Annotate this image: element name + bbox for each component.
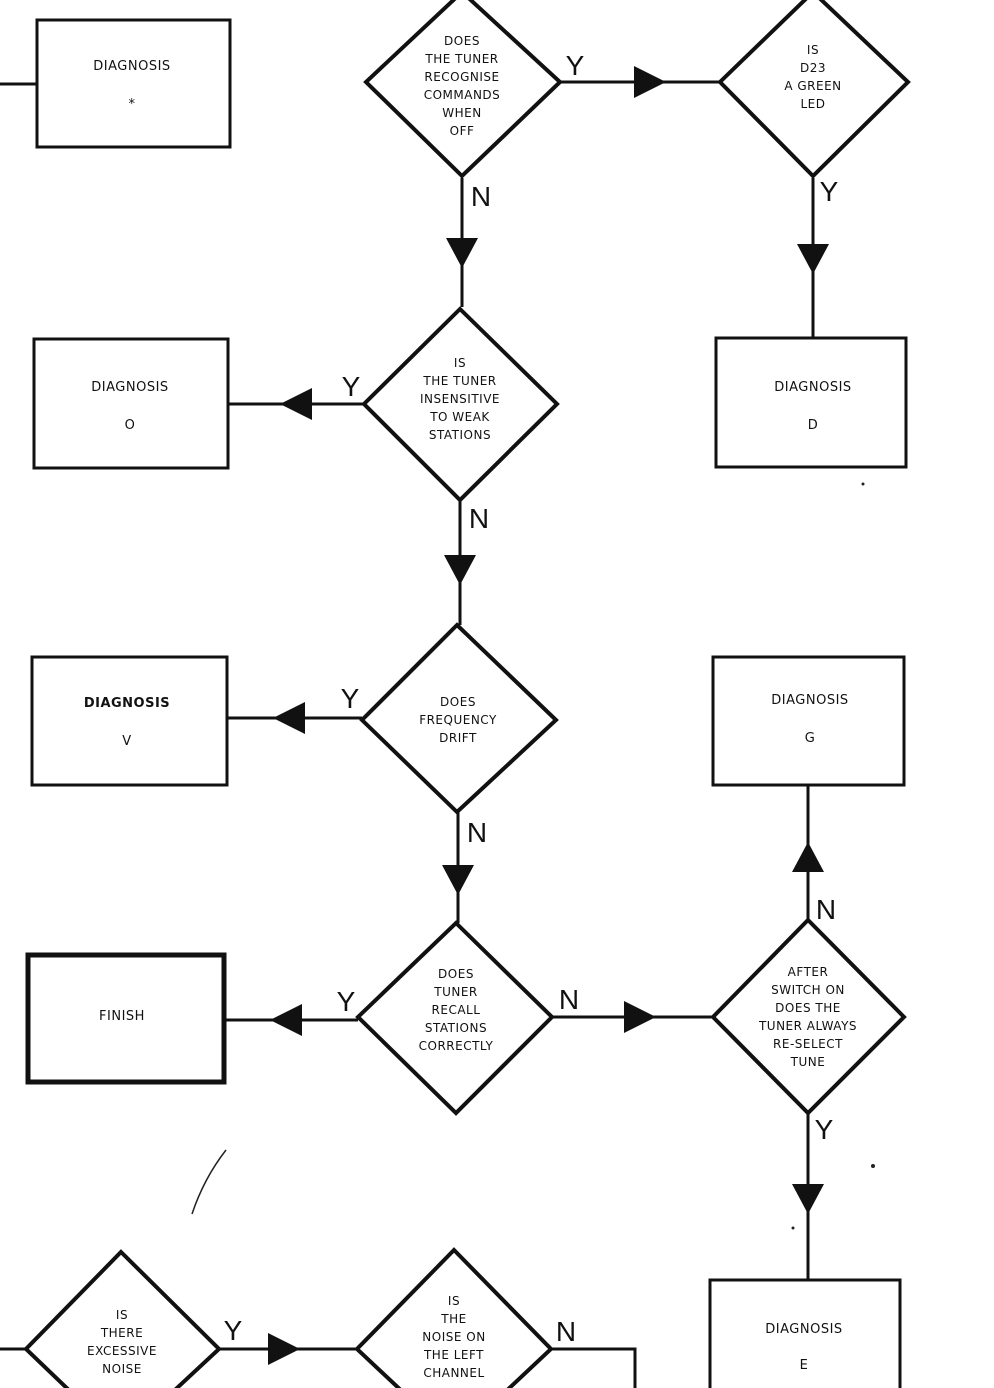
diagnosis-o-box: [32, 337, 230, 470]
branch-label-yes: Y: [342, 371, 361, 402]
decision-text-line: TUNER ALWAYS: [758, 1019, 857, 1033]
decision-text-line: STATIONS: [425, 1021, 487, 1035]
finish-box: [25, 952, 227, 1085]
box-code: O: [125, 418, 136, 433]
box-title: DIAGNOSIS: [84, 696, 170, 711]
decision-text-line: DOES: [444, 34, 480, 48]
arrow-down: [792, 1184, 824, 1214]
diagnosis-d-box: [714, 336, 908, 469]
decision-noise-diamond: [23, 1249, 222, 1388]
branch-label-yes: Y: [337, 986, 356, 1017]
decision-text-line: INSENSITIVE: [420, 392, 500, 406]
arrow-right: [268, 1333, 300, 1365]
branch-label-no: N: [556, 1316, 576, 1347]
decision-text-line: IS: [116, 1308, 128, 1322]
decision-text-line: DOES: [438, 967, 474, 981]
arrow-left: [270, 1004, 302, 1036]
arrow-right: [624, 1001, 656, 1033]
decision-left-channel-diamond: [354, 1247, 554, 1388]
decision-text-line: IS: [448, 1294, 460, 1308]
arrow-left: [280, 388, 312, 420]
scan-speck: [871, 1164, 875, 1168]
decision-text-line: CORRECTLY: [419, 1039, 494, 1053]
decision-text-line: THE: [440, 1312, 466, 1326]
branch-label-no: N: [816, 894, 836, 925]
scan-speck: [791, 1226, 795, 1230]
box-title: DIAGNOSIS: [765, 1322, 842, 1337]
decision-text-line: IS: [454, 356, 466, 370]
box-title: DIAGNOSIS: [91, 380, 168, 395]
decision-recall-diamond: [355, 920, 555, 1116]
decision-drift-diamond: [359, 622, 559, 815]
decision-text-line: STATIONS: [429, 428, 491, 442]
arrow-down: [797, 244, 829, 274]
decision-green-led-diamond: [717, 0, 911, 179]
decision-text-line: OFF: [450, 124, 475, 138]
decision-text-line: DOES THE: [775, 1001, 841, 1015]
diagnosis-v-box: [30, 655, 229, 787]
decision-text-line: COMMANDS: [424, 88, 501, 102]
box-title: FINISH: [99, 1009, 145, 1024]
decision-text-line: TUNE: [790, 1055, 826, 1069]
arrow-down: [442, 865, 474, 895]
decision-text-line: TUNER: [433, 985, 478, 999]
decision-reselect-diamond: [710, 917, 907, 1116]
box-code: *: [129, 97, 136, 112]
decision-text-line: THE TUNER: [422, 374, 496, 388]
decision-recognise-diamond: [363, 0, 563, 179]
decision-text-line: IS: [807, 43, 819, 57]
box-code: G: [805, 731, 816, 746]
arrow-down: [444, 555, 476, 585]
arrow-up: [792, 842, 824, 872]
decision-text-line: THERE: [100, 1326, 143, 1340]
box-title: DIAGNOSIS: [93, 59, 170, 74]
box-code: E: [800, 1358, 809, 1373]
diagnosis-g-box: [711, 655, 906, 787]
decision-text-line: RECALL: [432, 1003, 481, 1017]
decision-text-line: A GREEN: [784, 79, 841, 93]
decision-text-line: LED: [800, 97, 825, 111]
branch-label-yes: Y: [566, 50, 585, 81]
diagnosis-e-box: [708, 1278, 902, 1388]
decision-insensitive-diamond: [361, 306, 560, 503]
scan-mark: [191, 1149, 227, 1215]
scan-speck: [861, 482, 865, 486]
branch-label-yes: Y: [341, 683, 360, 714]
decision-text-line: D23: [800, 61, 826, 75]
decision-text-line: EXCESSIVE: [87, 1344, 157, 1358]
branch-label-yes: Y: [224, 1315, 243, 1346]
decision-text-line: THE LEFT: [423, 1348, 484, 1362]
box-code: V: [122, 734, 131, 749]
box-title: DIAGNOSIS: [771, 693, 848, 708]
decision-text-line: SWITCH ON: [771, 983, 845, 997]
box-title: DIAGNOSIS: [774, 380, 851, 395]
branch-label-no: N: [559, 984, 579, 1015]
decision-text-line: DRIFT: [439, 731, 477, 745]
decision-text-line: DOES: [440, 695, 476, 709]
decision-text-line: WHEN: [442, 106, 481, 120]
branch-label-yes: Y: [820, 176, 839, 207]
decision-text-line: TO WEAK: [429, 410, 490, 424]
decision-text-line: NOISE ON: [422, 1330, 485, 1344]
arrow-down: [446, 238, 478, 268]
decision-text-line: NOISE: [102, 1362, 142, 1376]
decision-text-line: RE-SELECT: [773, 1037, 843, 1051]
branch-label-yes: Y: [815, 1114, 834, 1145]
branch-label-no: N: [467, 817, 487, 848]
decision-text-line: FREQUENCY: [419, 713, 497, 727]
decision-text-line: CHANNEL: [423, 1366, 484, 1380]
decision-text-line: THE TUNER: [424, 52, 498, 66]
branch-label-no: N: [469, 503, 489, 534]
branch-label-no: N: [471, 181, 491, 212]
box-code: D: [808, 418, 819, 433]
decision-text-line: RECOGNISE: [424, 70, 499, 84]
diagnosis-star-box: [35, 18, 232, 149]
arrow-right: [634, 66, 666, 98]
connector-line: [551, 1347, 637, 1388]
decision-text-line: AFTER: [788, 965, 829, 979]
arrow-left: [273, 702, 305, 734]
